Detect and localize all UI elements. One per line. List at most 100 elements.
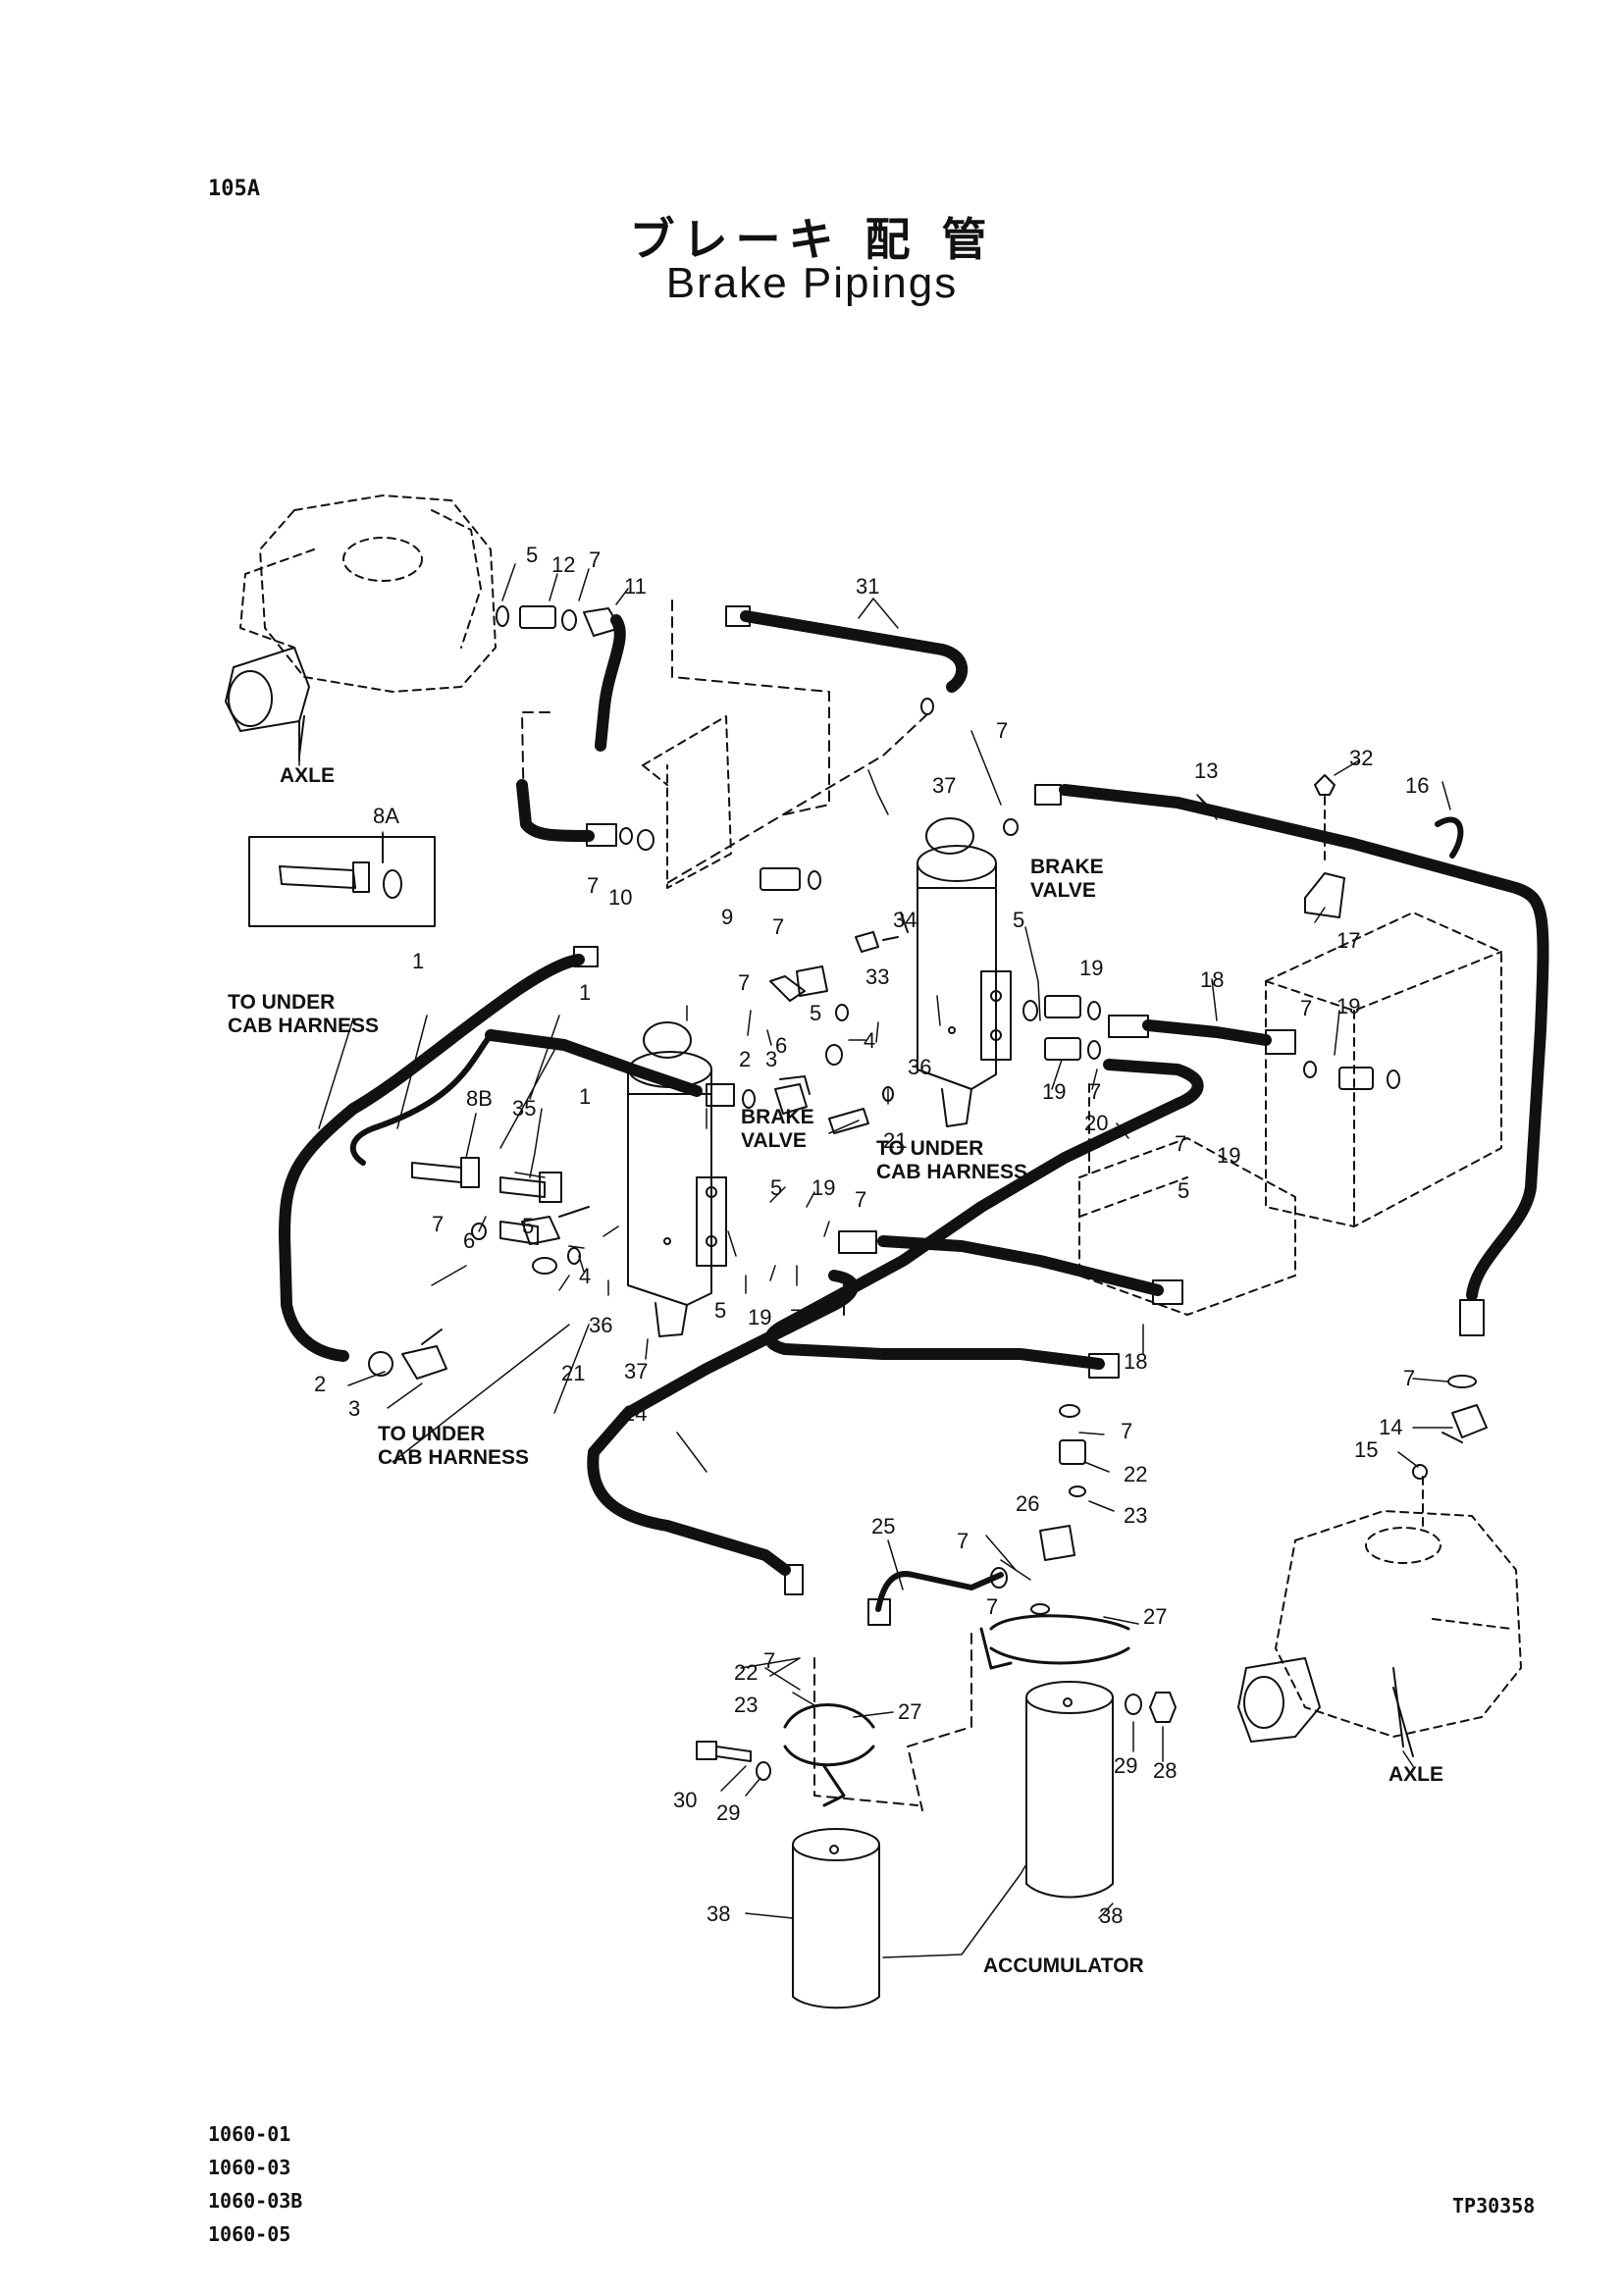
part-num-27a: 27	[1143, 1604, 1167, 1629]
hose-13	[1059, 784, 1549, 1301]
part-num-22b: 22	[734, 1660, 758, 1685]
part-num-30: 30	[673, 1788, 697, 1812]
part-num-21b: 21	[561, 1361, 585, 1385]
part-num-7o: 7	[763, 1648, 775, 1673]
part-num-25: 25	[871, 1514, 895, 1538]
part-num-32: 32	[1349, 746, 1373, 770]
model-item: 1060-05	[208, 2222, 291, 2246]
part-num-7d: 7	[772, 914, 784, 939]
part-num-8b: 8B	[466, 1086, 493, 1111]
part-num-19e: 19	[812, 1175, 835, 1200]
part-num-37b: 37	[624, 1359, 648, 1383]
title-japanese: ブレーキ 配 管	[629, 213, 995, 266]
clamp-27-right	[979, 1614, 1130, 1670]
part-num-7b: 7	[996, 718, 1008, 743]
label-axle-left: AXLE	[280, 764, 335, 787]
model-list: 1060-01 1060-03 1060-03B 1060-05	[208, 2117, 302, 2251]
part-num-7p: 7	[1403, 1366, 1415, 1390]
clip-17-bolt-32	[1304, 774, 1345, 918]
hose-11-lower	[516, 779, 595, 842]
part-num-3b: 3	[348, 1396, 360, 1421]
fitting-14-15	[1412, 1375, 1488, 1532]
part-num-2: 2	[739, 1047, 751, 1071]
hose-24	[587, 1270, 859, 1576]
part-num-5g: 5	[714, 1298, 726, 1323]
part-num-19d: 19	[1217, 1143, 1240, 1168]
part-num-14: 14	[1379, 1415, 1402, 1439]
part-num-7m: 7	[957, 1529, 969, 1553]
accumulator-left	[792, 1828, 880, 2009]
bracket-plate	[642, 715, 732, 889]
part-num-10: 10	[608, 885, 632, 910]
part-num-19f: 19	[748, 1305, 771, 1329]
part-num-1b: 1	[579, 980, 591, 1005]
part-num-7f: 7	[1089, 1079, 1101, 1104]
part-num-1c: 1	[579, 1084, 591, 1109]
label-under-cab-2a: TO UNDER	[876, 1137, 983, 1160]
part-num-23b: 23	[734, 1693, 758, 1717]
axle-hub-left	[225, 647, 310, 756]
fittings-axle-top	[496, 605, 621, 637]
part-num-5: 5	[526, 543, 538, 567]
part-num-7j: 7	[855, 1187, 866, 1212]
model-item: 1060-01	[208, 2122, 291, 2146]
part-num-23a: 23	[1124, 1503, 1147, 1528]
part-num-17: 17	[1336, 928, 1360, 953]
part-num-34: 34	[893, 908, 917, 932]
bracket-box-right	[1078, 912, 1502, 1316]
part-num-5c: 5	[1178, 1178, 1189, 1203]
fitting-2-3-lower	[368, 1329, 447, 1380]
part-num-29b: 29	[1114, 1753, 1137, 1778]
part-num-18a: 18	[1200, 967, 1224, 992]
part-num-4b: 4	[579, 1264, 591, 1288]
part-num-26: 26	[1016, 1491, 1039, 1516]
hose-1-outer	[279, 954, 585, 1362]
hose-20	[764, 1059, 1204, 1370]
part-num-7h: 7	[738, 970, 750, 995]
label-accumulator: ACCUMULATOR	[983, 1955, 1144, 1977]
part-num-7n: 7	[986, 1594, 998, 1619]
inset-box-8a	[248, 836, 436, 927]
part-num-11: 11	[624, 574, 647, 599]
part-num-35: 35	[512, 1096, 536, 1121]
part-num-15: 15	[1354, 1437, 1378, 1462]
part-num-36b: 36	[589, 1313, 612, 1337]
part-num-5e: 5	[522, 1214, 534, 1238]
brake-valve-upper	[917, 817, 1012, 1127]
label-under-cab-1a: TO UNDER	[228, 991, 335, 1014]
part-num-7e: 7	[1300, 996, 1312, 1020]
fitting-19-right	[1303, 1061, 1400, 1090]
part-num-19b: 19	[1336, 994, 1360, 1018]
fittings-brake-valve-lower	[411, 1083, 808, 1275]
fitting-33-34	[855, 912, 909, 953]
axle-hub-right	[1237, 1657, 1404, 1747]
part-num-4: 4	[864, 1028, 875, 1053]
hose-1-inner	[485, 1029, 703, 1097]
part-num-6: 6	[775, 1033, 787, 1058]
part-num-7l: 7	[1121, 1419, 1132, 1443]
label-under-cab-3a: TO UNDER	[378, 1423, 485, 1445]
label-brake-valve-upper-2: VALVE	[1030, 879, 1096, 902]
part-num-20: 20	[1084, 1111, 1108, 1135]
part-num-12: 12	[551, 552, 575, 577]
model-item: 1060-03	[208, 2156, 291, 2179]
part-number-labels: 5 12 7 11 31 7 37 13 32 16 17 8A 7 10 9 …	[314, 543, 1429, 1928]
part-num-18b: 18	[1124, 1349, 1147, 1374]
part-num-5f: 5	[770, 1175, 782, 1200]
label-axle-right: AXLE	[1388, 1763, 1443, 1786]
part-num-7k: 7	[790, 1305, 802, 1329]
hose-clip-16	[1435, 816, 1464, 859]
part-num-27b: 27	[898, 1699, 921, 1724]
part-num-1a: 1	[412, 949, 424, 973]
fittings-brake-valve-upper	[769, 965, 1101, 1134]
part-num-3: 3	[765, 1047, 777, 1071]
part-num-29a: 29	[716, 1800, 740, 1825]
part-num-22a: 22	[1124, 1462, 1147, 1486]
label-under-cab-3b: CAB HARNESS	[378, 1446, 529, 1469]
page-code: 105A	[208, 177, 260, 201]
clamp-27-left	[783, 1703, 875, 1807]
drawing-reference: TP30358	[1452, 2194, 1536, 2217]
label-brake-valve-lower-1: BRAKE	[741, 1106, 814, 1128]
part-num-37a: 37	[932, 773, 956, 798]
part-num-31: 31	[856, 574, 879, 599]
